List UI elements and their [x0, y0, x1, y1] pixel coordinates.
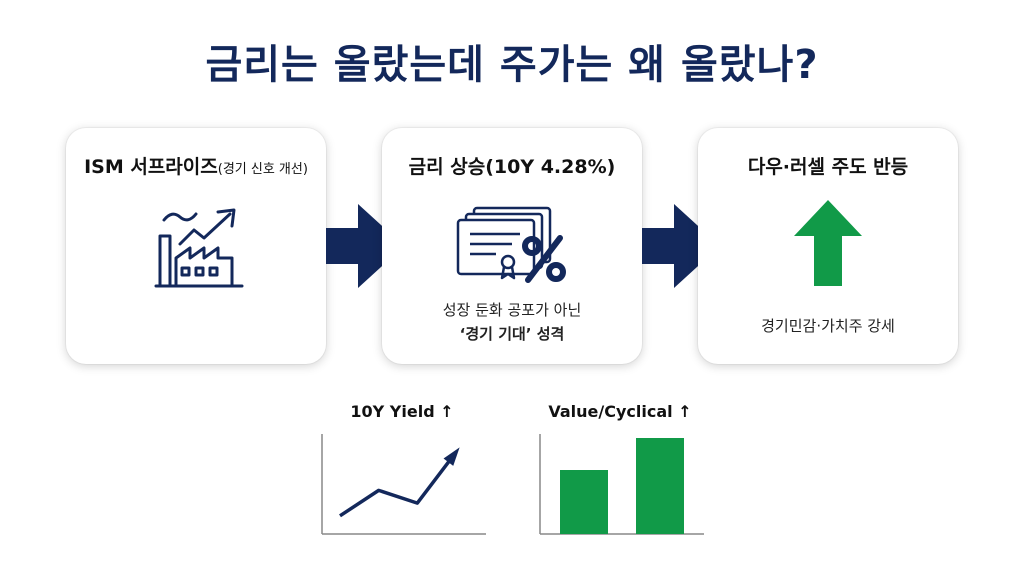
factory-growth-icon: [154, 208, 244, 288]
step-title-rebound: 다우·러셀 주도 반등: [747, 156, 909, 178]
value-bar-1: [560, 470, 608, 534]
flow-arrow-1: [326, 204, 404, 288]
bond-certificate-percent-icon: [456, 206, 566, 283]
yield-line-chart: [321, 434, 486, 535]
step-card-ism: ISM 서프라이즈(경기 신호 개선): [66, 128, 326, 364]
flow-arrow-2: [642, 204, 720, 288]
step-card-rebound: 다우·러셀 주도 반등 경기민감·가치주 강세: [698, 128, 958, 364]
yield-series-line: [339, 451, 458, 518]
page-title: 금리는 올랐는데 주가는 왜 올랐나?: [205, 42, 819, 88]
green-up-arrow-icon: [794, 200, 862, 286]
yield-chart-label: 10Y Yield ↑: [350, 402, 454, 421]
step-desc-rebound: 경기민감·가치주 강세: [761, 317, 895, 335]
step-card-rate: 금리 상승(10Y 4.28%) 성장 둔화 공포가 아닌 ‘경기 기대’ 성격: [382, 128, 642, 364]
yield-arrowhead: [443, 447, 460, 466]
value-bar-chart: [539, 434, 704, 535]
step-title-rate: 금리 상승(10Y 4.28%): [408, 156, 616, 178]
step-desc-rate: 성장 둔화 공포가 아닌 ‘경기 기대’ 성격: [442, 301, 582, 343]
value-bar-2: [636, 438, 684, 534]
step-title-ism: ISM 서프라이즈(경기 신호 개선): [84, 156, 308, 178]
value-chart-label: Value/Cyclical ↑: [548, 402, 692, 421]
